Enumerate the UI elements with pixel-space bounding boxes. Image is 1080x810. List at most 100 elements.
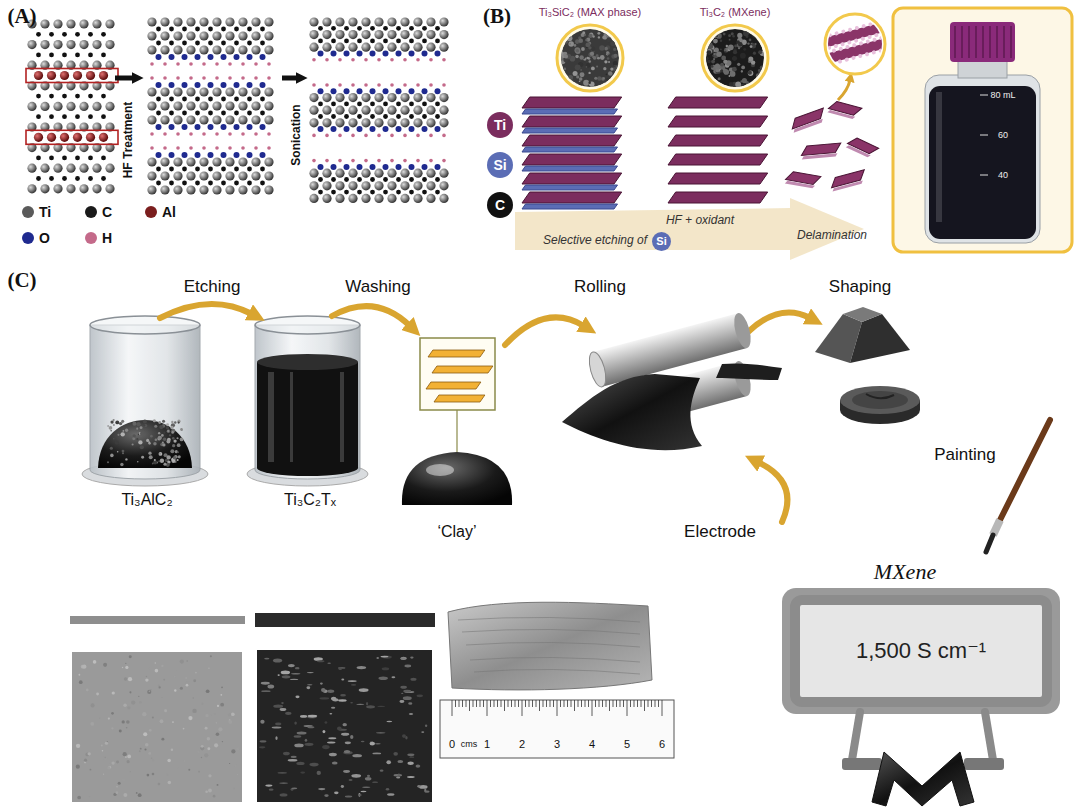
illustration-part — [867, 35, 872, 40]
grain — [706, 70, 709, 73]
atom-ti — [225, 115, 234, 124]
atom-c — [75, 53, 80, 58]
beaker — [247, 325, 368, 486]
atom-o — [370, 164, 376, 170]
texture — [79, 680, 83, 684]
legend-swatch — [22, 232, 34, 244]
texture — [96, 693, 99, 696]
atom-c — [88, 156, 93, 161]
atom-o — [409, 88, 415, 94]
grain — [718, 77, 721, 80]
node-text: Si — [493, 158, 506, 172]
atom-c — [260, 97, 265, 102]
illustration-part — [825, 50, 830, 55]
atom-o — [396, 88, 402, 94]
ti-layer — [522, 97, 622, 108]
ruler-mark: 0 — [449, 738, 455, 751]
texture — [308, 715, 318, 718]
atom-c — [221, 41, 226, 46]
texture — [378, 676, 387, 680]
legend-item: Al — [145, 204, 176, 220]
atom-o — [396, 51, 402, 57]
texture — [425, 725, 427, 727]
grain — [122, 452, 124, 454]
clay-sheet — [562, 374, 702, 450]
illustration-part — [609, 700, 610, 711]
ruler-mark: cms — [461, 739, 478, 749]
grain — [743, 30, 749, 36]
atom-o — [182, 124, 188, 130]
illustration-part — [641, 700, 642, 707]
atom-h — [442, 58, 446, 62]
texture — [341, 785, 344, 788]
grain — [107, 461, 109, 463]
illustration-part — [982, 26, 984, 58]
texture — [158, 686, 160, 688]
texture — [217, 705, 219, 707]
grain — [171, 421, 173, 423]
texture — [401, 657, 407, 660]
grain — [579, 77, 583, 81]
grain — [574, 83, 578, 87]
material-label: Ti₃AlC₂ — [121, 491, 172, 509]
texture — [386, 721, 392, 722]
texture — [404, 665, 411, 668]
grain — [613, 33, 618, 38]
atom-c — [318, 26, 323, 31]
grain — [755, 35, 759, 39]
atom-ti — [160, 115, 169, 124]
illustration-part — [893, 8, 1072, 252]
highlight — [268, 372, 274, 462]
texture — [305, 739, 308, 742]
texture — [278, 674, 280, 676]
atom-o — [422, 164, 428, 170]
grain — [604, 47, 608, 51]
atom-o — [247, 152, 253, 158]
atom-ti — [400, 106, 409, 115]
grain — [113, 438, 115, 440]
illustration-part — [1010, 26, 1012, 58]
texture — [155, 669, 159, 673]
atom-ti — [79, 40, 88, 49]
texture — [269, 789, 274, 791]
illustration-part — [434, 395, 485, 402]
grain — [605, 29, 607, 31]
texture — [380, 770, 384, 772]
grain — [137, 432, 140, 435]
illustration-part — [989, 26, 991, 58]
illustration-part — [456, 410, 457, 452]
atom-ti — [199, 101, 208, 110]
grain — [570, 29, 572, 31]
atom-ti — [426, 181, 435, 190]
illustration-part — [929, 86, 1036, 239]
probe-leg — [985, 712, 993, 760]
grain — [741, 70, 743, 72]
grain — [751, 32, 754, 35]
clay-sheet — [716, 363, 782, 380]
illustration-part — [515, 700, 516, 707]
grain — [707, 50, 712, 55]
texture — [150, 689, 151, 690]
process-arrow — [758, 462, 787, 522]
atom-o — [357, 51, 363, 57]
texture — [281, 702, 284, 704]
atom-c — [101, 114, 106, 119]
grain — [177, 420, 180, 423]
atom-c — [62, 53, 67, 58]
illustration-part — [793, 119, 824, 133]
grain — [713, 53, 715, 55]
texture — [201, 745, 204, 748]
atom-h — [325, 58, 329, 62]
texture — [273, 705, 283, 708]
liquid-surface — [257, 354, 358, 370]
grain — [564, 54, 568, 58]
atom-ti — [212, 45, 221, 54]
grain — [720, 69, 723, 72]
atom-o — [182, 152, 188, 158]
grain — [107, 425, 108, 426]
grain — [177, 443, 181, 447]
illustration-part — [824, 36, 894, 64]
atom-c — [422, 39, 427, 44]
grain — [609, 27, 614, 32]
texture — [90, 769, 92, 771]
